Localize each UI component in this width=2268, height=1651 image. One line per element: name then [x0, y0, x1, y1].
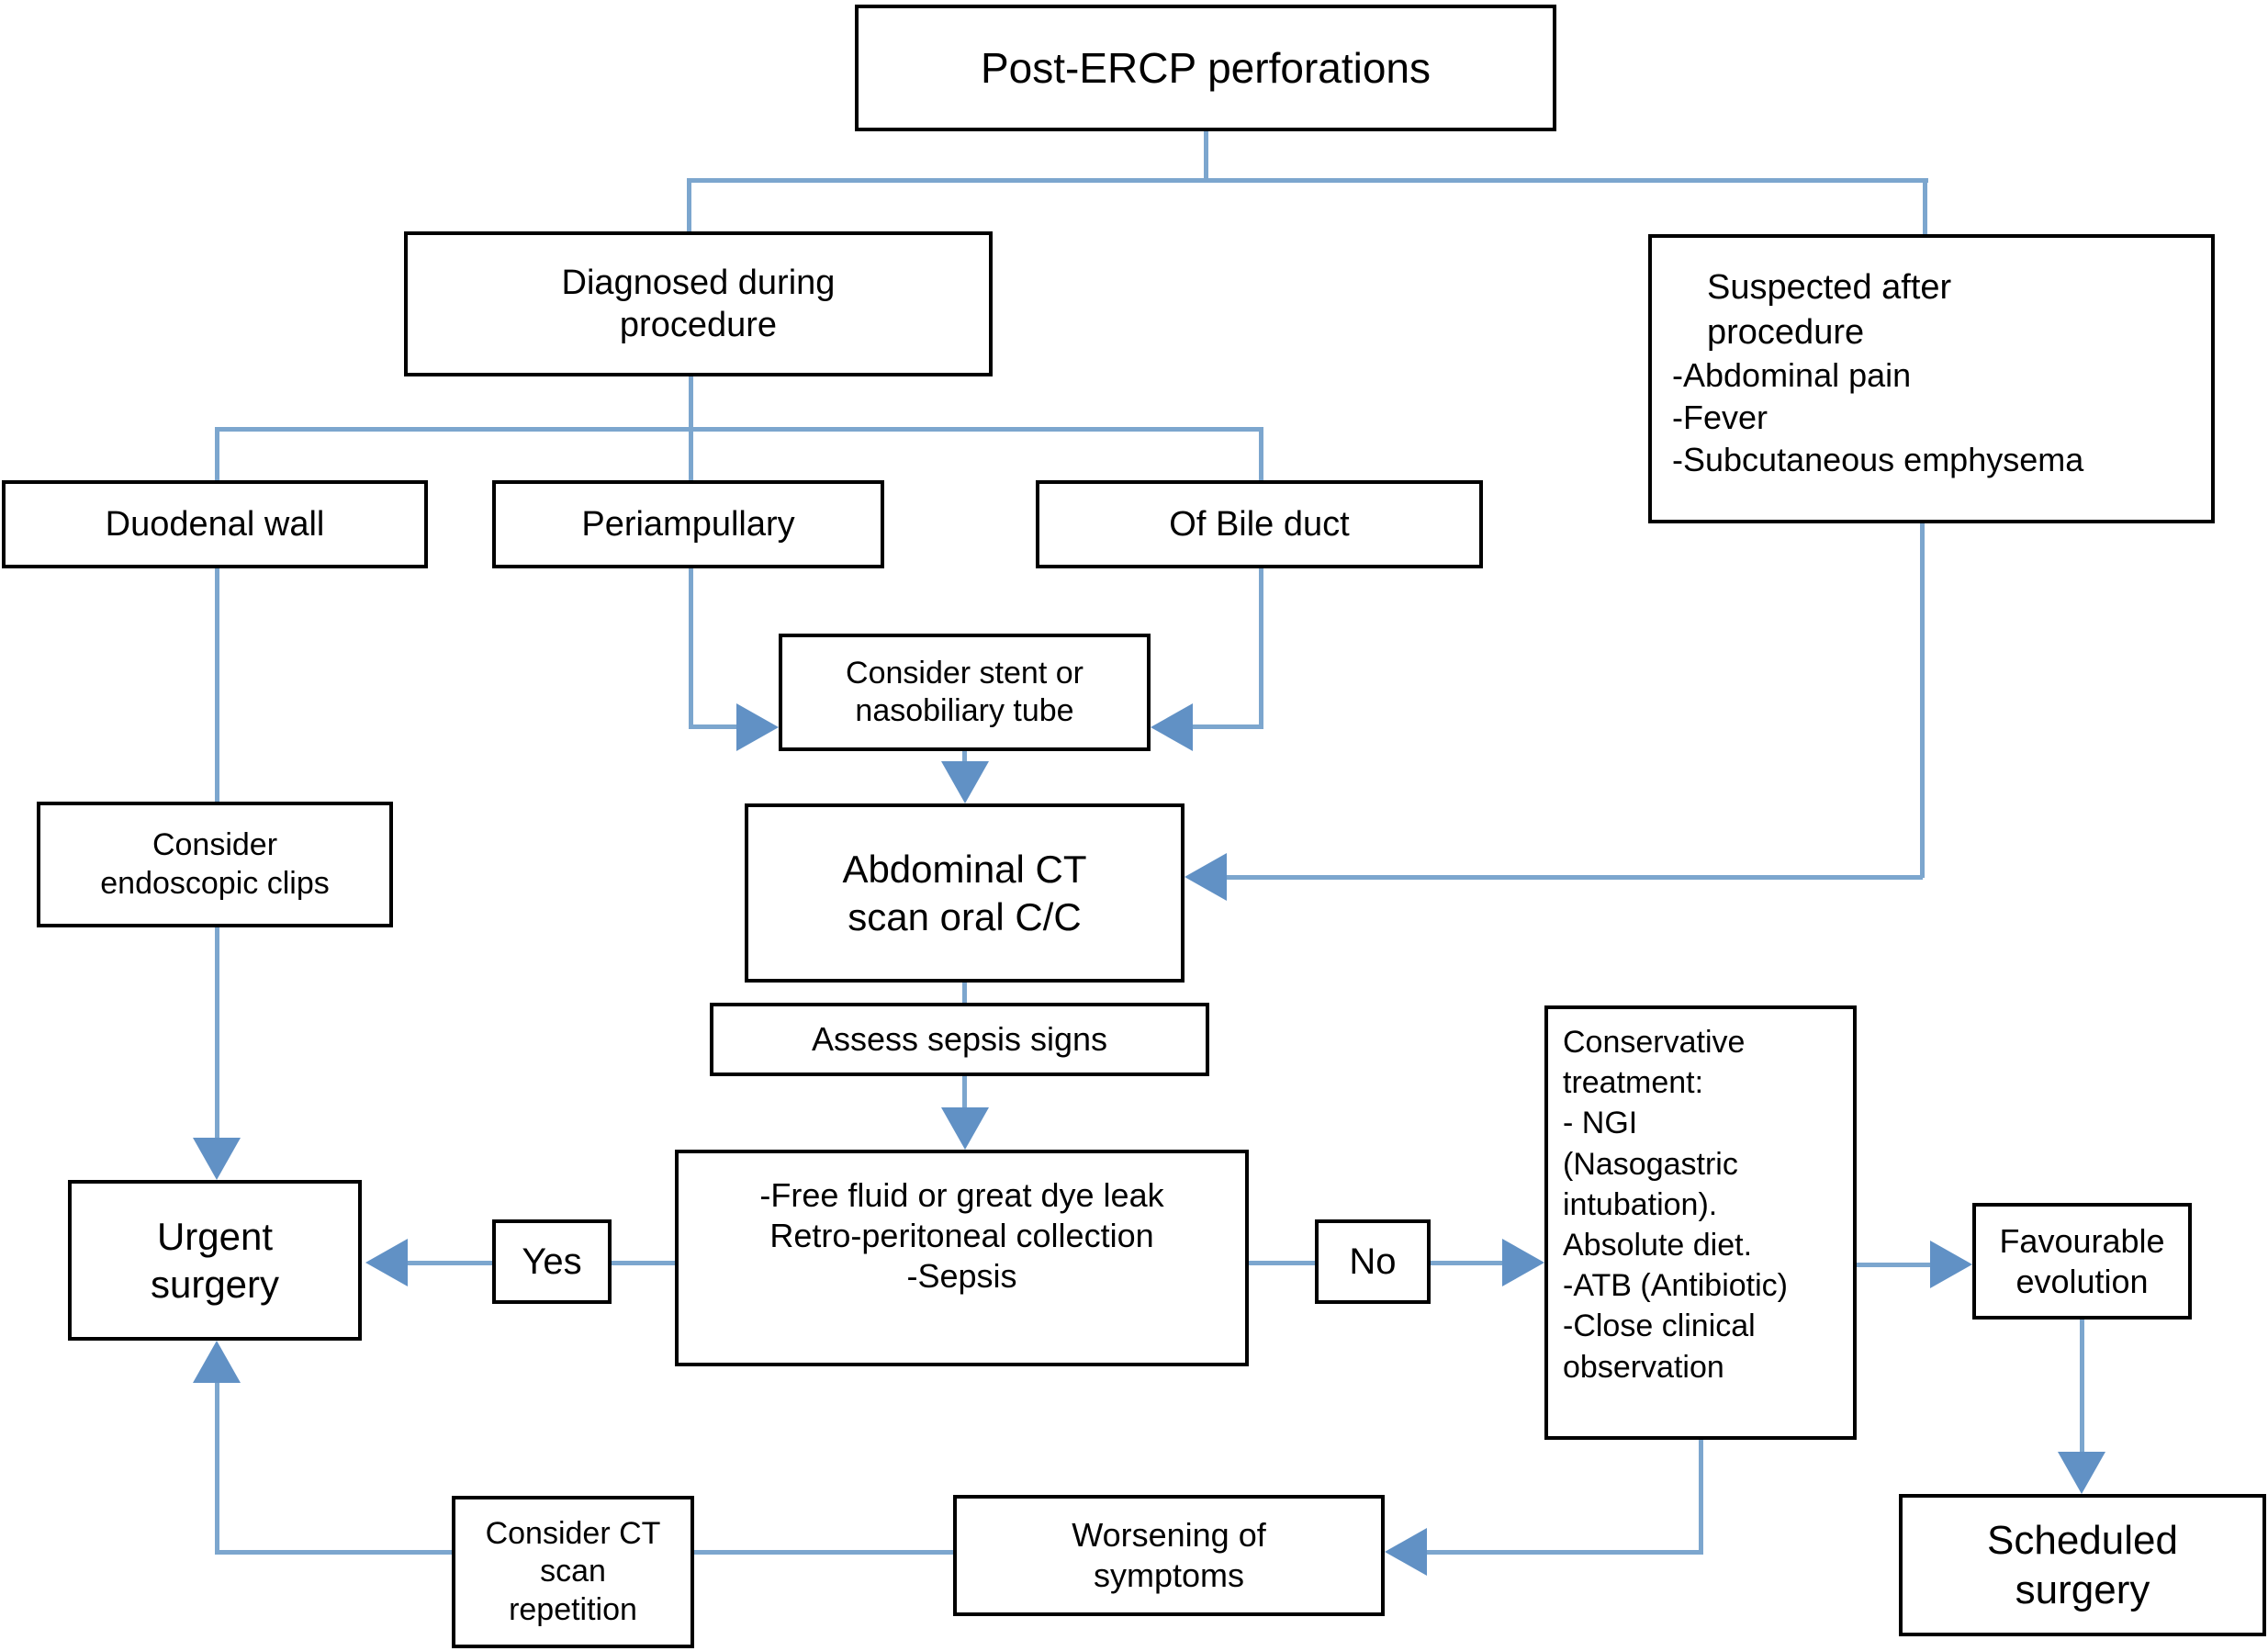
node-abdominal-ct-scan-oral-cc: Abdominal CT scan oral C/C — [745, 803, 1185, 983]
connector-line — [1189, 724, 1263, 729]
node-periampullary: Periampullary — [492, 480, 884, 568]
arrowhead-into-scheduled-surgery-top — [2058, 1452, 2105, 1494]
node-consider-ct-scan-repetition: Consider CT scan repetition — [452, 1496, 694, 1648]
node-label: Periampullary — [581, 504, 795, 544]
node-label: Worsening of symptoms — [1072, 1516, 1266, 1594]
node-label: Conservative treatment: - NGI (Nasogastr… — [1563, 1025, 1788, 1385]
node-label: No — [1349, 1241, 1397, 1282]
connector-line — [215, 1381, 219, 1555]
node-scheduled-surgery: Scheduled surgery — [1899, 1494, 2266, 1636]
arrowhead-into-urgent-surgery-bottom — [193, 1341, 241, 1383]
node-label: -Free fluid or great dye leak Retro-peri… — [759, 1176, 1164, 1295]
symptom-item: -Fever — [1672, 399, 1768, 437]
arrowhead-into-abdominal-ct-top — [941, 761, 989, 803]
connector-line — [1223, 875, 1923, 880]
node-label: Urgent surgery — [150, 1215, 280, 1306]
node-no: No — [1315, 1219, 1431, 1304]
node-consider-endoscopic-clips: Consider endoscopic clips — [37, 802, 393, 927]
arrowhead-into-urgent-surgery-top — [193, 1138, 241, 1180]
arrowhead-into-abdominal-ct-right — [1185, 853, 1227, 901]
arrowhead-into-stent-left — [736, 703, 779, 751]
connector-line — [2080, 1320, 2084, 1454]
node-label: Diagnosed during procedure — [561, 263, 836, 344]
connector-line — [687, 178, 1928, 183]
node-title: Suspected after procedure — [1707, 268, 1952, 352]
node-label: Abdominal CT scan oral C/C — [842, 848, 1087, 938]
connector-line — [1425, 1550, 1702, 1555]
connector-line — [1855, 1263, 1933, 1267]
node-label: Yes — [522, 1241, 582, 1282]
node-worsening-of-symptoms: Worsening of symptoms — [953, 1495, 1385, 1616]
node-label: Consider CT scan repetition — [485, 1515, 661, 1627]
node-conservative-treatment: Conservative treatment: - NGI (Nasogastr… — [1544, 1005, 1857, 1440]
node-label: Post-ERCP perforations — [980, 43, 1432, 92]
connector-line — [215, 427, 1263, 432]
connector-line — [1429, 1261, 1504, 1265]
arrowhead-into-stent-right — [1151, 703, 1193, 751]
arrowhead-into-criteria-top — [941, 1107, 989, 1150]
arrowhead-into-conservative-left — [1502, 1239, 1544, 1286]
node-suspected-after-procedure: Suspected after procedure -Abdominal pai… — [1648, 234, 2215, 523]
node-label: Assess sepsis signs — [811, 1020, 1108, 1059]
symptom-item: -Abdominal pain — [1672, 356, 1912, 395]
connector-line — [215, 427, 219, 484]
connector-line — [962, 983, 967, 1006]
node-criteria-free-fluid-sepsis: -Free fluid or great dye leak Retro-peri… — [675, 1150, 1249, 1366]
node-urgent-surgery: Urgent surgery — [68, 1180, 362, 1341]
connector-line — [1204, 131, 1208, 183]
connector-line — [612, 1261, 678, 1265]
node-yes: Yes — [492, 1219, 612, 1304]
connector-line — [1259, 427, 1263, 484]
node-label: Of Bile duct — [1169, 504, 1350, 544]
connector-line — [687, 178, 691, 235]
arrowhead-into-urgent-surgery-right — [365, 1239, 408, 1286]
node-of-bile-duct: Of Bile duct — [1036, 480, 1483, 568]
node-label: Consider stent or nasobiliary tube — [846, 655, 1083, 728]
node-label: Scheduled surgery — [1987, 1517, 2178, 1612]
connector-line — [689, 568, 693, 728]
connector-line — [408, 1261, 495, 1265]
connector-line — [689, 724, 742, 729]
node-label: Favourable evolution — [1999, 1221, 2165, 1300]
node-diagnosed-during-procedure: Diagnosed during procedure — [404, 231, 993, 376]
node-assess-sepsis-signs: Assess sepsis signs — [710, 1003, 1209, 1076]
connector-line — [1923, 178, 1927, 238]
arrowhead-into-worsening-right — [1385, 1528, 1427, 1576]
symptom-item: -Subcutaneous emphysema — [1672, 441, 2084, 479]
connector-line — [962, 1076, 967, 1111]
connector-line — [1699, 1440, 1703, 1555]
connector-line — [1920, 523, 1925, 878]
connector-line — [1259, 568, 1263, 728]
node-consider-stent-or-nasobiliary-tube: Consider stent or nasobiliary tube — [779, 634, 1151, 751]
node-label: Consider endoscopic clips — [100, 827, 330, 901]
node-post-ercp-perforations: Post-ERCP perforations — [855, 5, 1556, 131]
node-favourable-evolution: Favourable evolution — [1972, 1203, 2192, 1320]
arrowhead-into-favourable-left — [1930, 1241, 1972, 1288]
connector-line — [962, 751, 967, 766]
node-duodenal-wall: Duodenal wall — [2, 480, 428, 568]
node-label: Duodenal wall — [105, 504, 325, 544]
connector-line — [1247, 1261, 1318, 1265]
